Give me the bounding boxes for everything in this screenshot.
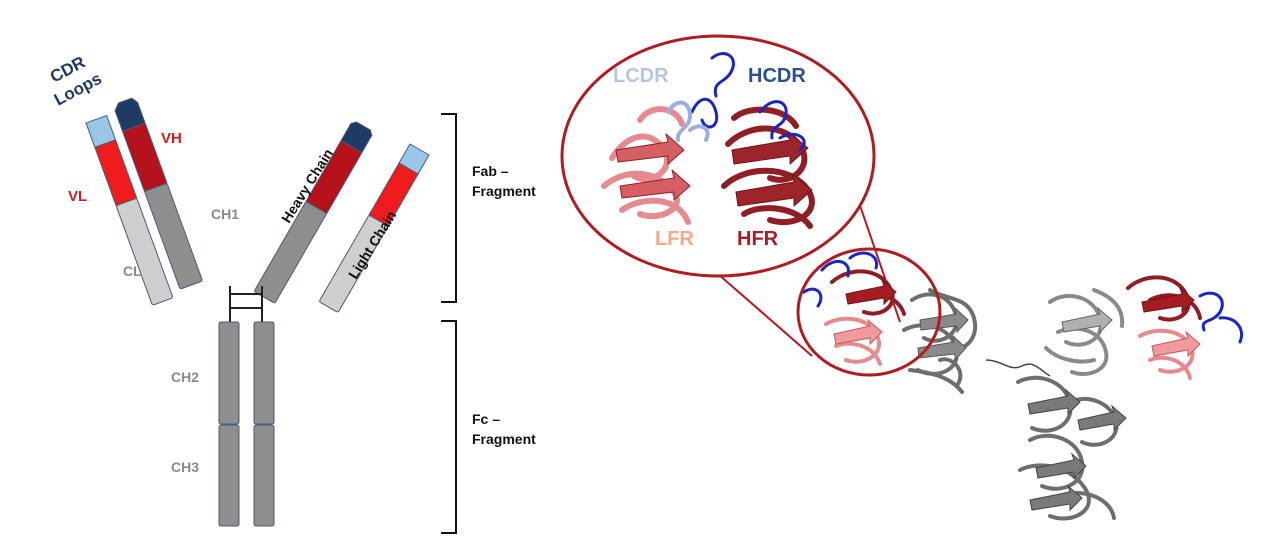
fab-label-line2: Fragment bbox=[472, 183, 536, 199]
zoom-source-circle bbox=[796, 247, 942, 377]
fab-label-line1: Fab – bbox=[472, 163, 509, 179]
ch2-label: CH2 bbox=[171, 369, 199, 385]
right-light-chain bbox=[319, 143, 430, 313]
fc-label-line1: Fc – bbox=[472, 411, 500, 427]
zoom-circle bbox=[560, 34, 876, 278]
right-ch1-domain bbox=[254, 201, 327, 304]
vh-label: VH bbox=[161, 130, 182, 147]
fab-colored-right bbox=[1126, 275, 1243, 380]
ch3-label: CH3 bbox=[171, 459, 199, 475]
ch3-domain-left bbox=[218, 424, 240, 527]
ch2-domain-right bbox=[253, 321, 275, 425]
fab-gray-left-strands bbox=[917, 306, 969, 362]
left-cl-domain bbox=[116, 198, 173, 306]
fab-colored-right-strands bbox=[1141, 286, 1201, 358]
cdr-loops-ribbon bbox=[690, 52, 806, 152]
lfr-strands bbox=[615, 133, 691, 201]
fc-gray-strands bbox=[1027, 388, 1127, 512]
fab-gray-right bbox=[1044, 288, 1125, 376]
fc-stem bbox=[218, 321, 275, 527]
vl-label: VL bbox=[68, 188, 87, 205]
zoomed-fab-ribbon bbox=[601, 52, 815, 229]
hinge-linker bbox=[985, 359, 1051, 377]
lcdr-label: LCDR bbox=[613, 65, 669, 87]
right-heavy-chain bbox=[254, 121, 373, 304]
fc-label-line2: Fragment bbox=[472, 431, 536, 447]
left-heavy-chain bbox=[114, 97, 203, 290]
igg-full-structure bbox=[902, 275, 1243, 521]
fragment-brackets: Fab – Fragment Fc – Fragment bbox=[441, 113, 536, 534]
hfr-label: HFR bbox=[737, 228, 779, 250]
fc-bracket bbox=[441, 320, 457, 534]
cl-label: CL bbox=[123, 263, 142, 279]
ch1-label: CH1 bbox=[211, 206, 239, 222]
lcdr-ribbon bbox=[666, 100, 710, 142]
left-light-chain bbox=[85, 114, 173, 306]
fab-gray-right-strands bbox=[1061, 306, 1113, 334]
lfr-label: LFR bbox=[655, 228, 694, 250]
fab-left-colored bbox=[802, 251, 906, 366]
antibody-schematic: CDR Loops VH VL CH1 CL CH2 CH3 Heavy Cha… bbox=[47, 52, 430, 527]
right-cl-domain bbox=[319, 215, 388, 313]
zoom-line-bottom bbox=[717, 273, 813, 357]
ch2-domain-left bbox=[218, 321, 240, 425]
hinge-region bbox=[229, 286, 263, 324]
hcdr-label: HCDR bbox=[748, 65, 806, 87]
ch3-domain-right bbox=[253, 424, 275, 527]
fab-bracket bbox=[441, 113, 457, 303]
left-ch1-domain bbox=[144, 183, 203, 290]
structure-view: LCDR HCDR LFR HFR bbox=[560, 34, 1243, 521]
hfr-strands bbox=[731, 131, 813, 207]
fab-left-colored-strands bbox=[833, 278, 897, 346]
